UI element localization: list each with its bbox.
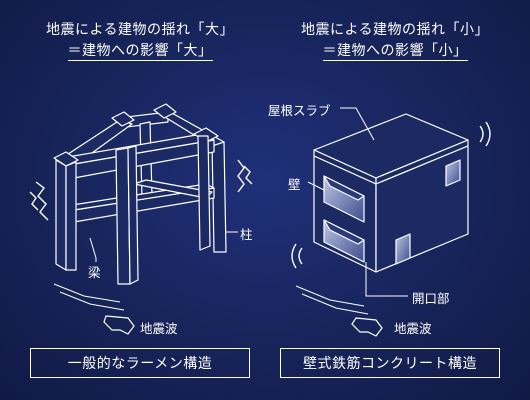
right-shake-marks	[291, 121, 491, 269]
rahmen-frame-illustration	[53, 103, 227, 285]
left-title: 地震による建物の揺れ「大」 ＝建物への影響「大」	[20, 20, 260, 62]
left-quake-wave	[53, 283, 135, 335]
left-title-line2: ＝建物への影響「大」	[67, 43, 213, 61]
right-quake-label: 地震波	[394, 321, 432, 336]
left-title-line1: 地震による建物の揺れ「大」	[45, 22, 235, 38]
wall-label: 壁	[288, 177, 301, 192]
left-quake-label: 地震波	[140, 321, 178, 336]
column-label: 柱	[240, 227, 253, 242]
right-title-line2: ＝建物への影響「小」	[322, 43, 468, 61]
right-title-line1: 地震による建物の揺れ「小」	[300, 22, 490, 38]
left-leader-lines	[89, 231, 238, 262]
right-leader-lines	[307, 107, 408, 297]
opening-label: 開口部	[412, 291, 450, 306]
roof-slab-label: 屋根スラブ	[268, 103, 331, 118]
right-title: 地震による建物の揺れ「小」 ＝建物への影響「小」	[275, 20, 515, 62]
wall-box-illustration	[313, 113, 469, 273]
beam-label: 梁	[88, 265, 101, 280]
right-quake-wave	[295, 285, 383, 337]
left-shake-marks	[29, 159, 253, 221]
left-caption: 一般的なラーメン構造	[30, 348, 250, 378]
right-caption: 壁式鉄筋コンクリート構造	[280, 348, 500, 378]
